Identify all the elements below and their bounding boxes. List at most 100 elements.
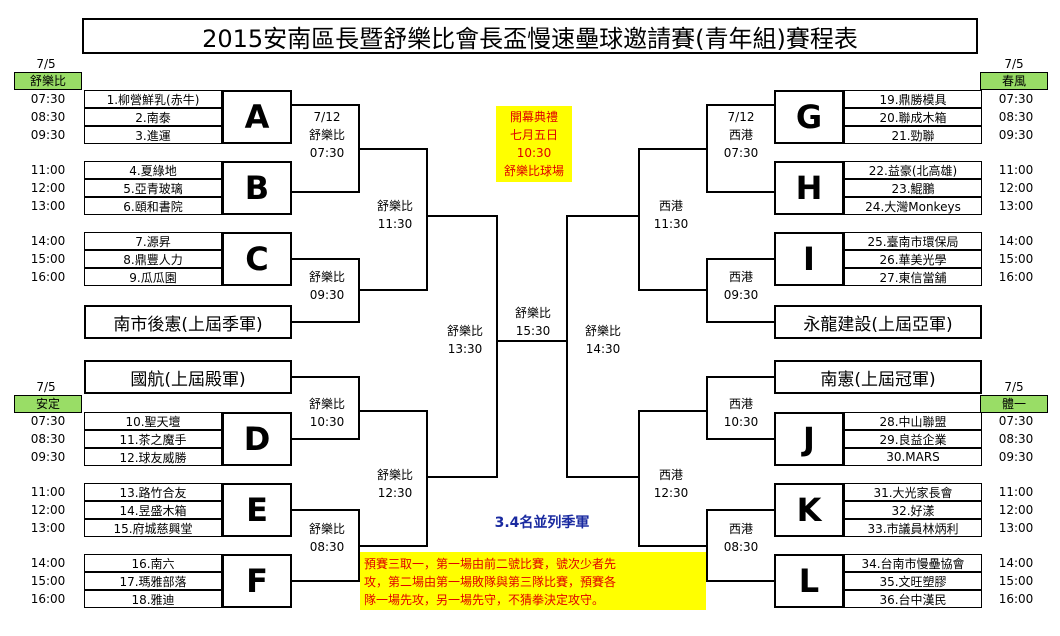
team-cell: 24.大灣Monkeys <box>844 197 982 215</box>
time-slot: 14:00 <box>998 234 1034 248</box>
venue-date-bottom-left: 7/5 <box>36 380 56 394</box>
team-cell: 9.瓜瓜園 <box>84 268 222 286</box>
time-slot: 12:00 <box>998 503 1034 517</box>
team-cell: 10.聖天壇 <box>84 412 222 430</box>
bracket-line <box>638 148 708 150</box>
group-letter-f: F <box>222 554 292 608</box>
bracket-line <box>292 258 360 260</box>
team-cell: 1.柳營鮮乳(赤牛) <box>84 90 222 108</box>
group-letter-b: B <box>222 161 292 215</box>
group-letter-j: J <box>774 412 844 466</box>
bracket-line <box>638 148 640 291</box>
bracket-line <box>706 376 708 440</box>
time-slot: 13:00 <box>30 521 66 535</box>
bracket-line <box>706 258 774 260</box>
bracket-line <box>566 215 568 478</box>
time-slot: 08:30 <box>998 110 1034 124</box>
time-slot: 14:00 <box>30 234 66 248</box>
time-slot: 08:30 <box>30 432 66 446</box>
time-slot: 12:00 <box>30 181 66 195</box>
bracket-line <box>358 545 428 547</box>
team-cell: 32.好漾 <box>844 501 982 519</box>
time-slot: 13:00 <box>998 521 1034 535</box>
team-cell: 20.聯成木箱 <box>844 108 982 126</box>
seed-right-bottom: 南憲(上屆冠軍) <box>774 360 982 394</box>
bracket-line <box>706 191 774 193</box>
time-slot: 07:30 <box>30 414 66 428</box>
venue-date-top-left: 7/5 <box>36 57 56 71</box>
group-letter-d: D <box>222 412 292 466</box>
team-cell: 27.東信當舖 <box>844 268 982 286</box>
team-cell: 26.華美光學 <box>844 250 982 268</box>
group-letter-h: H <box>774 161 844 215</box>
time-slot: 16:00 <box>30 270 66 284</box>
bracket-line <box>358 376 360 440</box>
time-slot: 15:00 <box>998 252 1034 266</box>
team-cell: 25.臺南市環保局 <box>844 232 982 250</box>
bracket-line <box>358 289 428 291</box>
bracket-line <box>638 289 708 291</box>
bracket-line <box>426 215 498 217</box>
team-cell: 15.府城慈興堂 <box>84 519 222 537</box>
venue-top-left: 舒樂比 <box>14 72 82 90</box>
team-cell: 28.中山聯盟 <box>844 412 982 430</box>
time-slot: 11:00 <box>30 485 66 499</box>
group-letter-i: I <box>774 232 844 286</box>
group-letter-l: L <box>774 554 844 608</box>
group-letter-g: G <box>774 90 844 144</box>
page-title: 2015安南區長暨舒樂比會長盃慢速壘球邀請賽(青年組)賽程表 <box>82 18 978 54</box>
bracket-line <box>566 476 640 478</box>
team-cell: 30.MARS <box>844 448 982 466</box>
team-cell: 13.路竹合友 <box>84 483 222 501</box>
time-slot: 13:00 <box>998 199 1034 213</box>
time-slot: 14:00 <box>30 556 66 570</box>
team-cell: 17.瑪雅部落 <box>84 572 222 590</box>
bracket-line <box>426 476 498 478</box>
time-slot: 09:30 <box>998 450 1034 464</box>
time-slot: 09:30 <box>998 128 1034 142</box>
venue-date-top-right: 7/5 <box>1004 57 1024 71</box>
time-slot: 14:00 <box>998 556 1034 570</box>
bracket-line <box>292 321 360 323</box>
time-slot: 07:30 <box>30 92 66 106</box>
time-slot: 16:00 <box>998 270 1034 284</box>
team-cell: 7.源昇 <box>84 232 222 250</box>
team-cell: 4.夏綠地 <box>84 161 222 179</box>
time-slot: 09:30 <box>30 450 66 464</box>
seed-right-top: 永龍建設(上屆亞軍) <box>774 305 982 339</box>
group-letter-e: E <box>222 483 292 537</box>
bracket-line <box>706 321 774 323</box>
time-slot: 15:00 <box>30 252 66 266</box>
team-cell: 34.台南市慢壘協會 <box>844 554 982 572</box>
bracket-line <box>292 376 360 378</box>
time-slot: 12:00 <box>30 503 66 517</box>
group-letter-a: A <box>222 90 292 144</box>
time-slot: 11:00 <box>998 485 1034 499</box>
bracket-line <box>292 509 360 511</box>
team-cell: 11.茶之魔手 <box>84 430 222 448</box>
venue-bottom-right: 體一 <box>980 395 1048 413</box>
time-slot: 11:00 <box>998 163 1034 177</box>
venue-top-right: 春風 <box>980 72 1048 90</box>
bracket-line <box>566 215 640 217</box>
team-cell: 36.台中漢民 <box>844 590 982 608</box>
bracket-line <box>638 410 708 412</box>
seed-left-top: 南市後憲(上屆季軍) <box>84 305 292 339</box>
team-cell: 19.鼎勝模具 <box>844 90 982 108</box>
time-slot: 15:00 <box>30 574 66 588</box>
bracket-line <box>292 191 360 193</box>
time-slot: 11:00 <box>30 163 66 177</box>
group-letter-c: C <box>222 232 292 286</box>
team-cell: 8.鼎豐人力 <box>84 250 222 268</box>
